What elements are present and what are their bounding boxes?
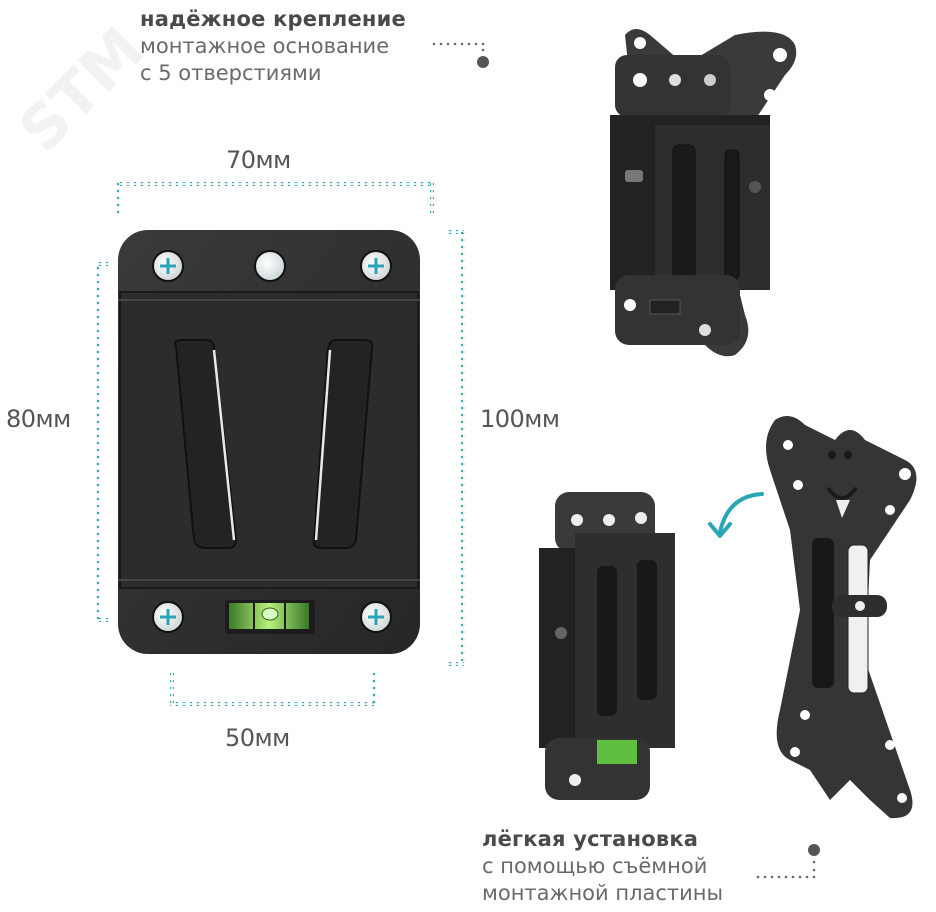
dotted-connector-icon <box>756 844 820 879</box>
dim-top-width: 70мм <box>226 146 291 174</box>
vesa-plate-image <box>766 416 917 819</box>
dim-right-height: 100мм <box>480 405 560 433</box>
feature-top-line2: с 5 отверстиями <box>140 61 322 85</box>
feature-bottom: лёгкая установка с помощью съёмной монта… <box>482 826 723 907</box>
feature-top-title: надёжное крепление <box>140 7 406 31</box>
feature-bottom-line1: с помощью съёмной <box>482 854 708 878</box>
feature-bottom-line2: монтажной пластины <box>482 881 724 905</box>
dim-left-height: 80мм <box>6 405 71 433</box>
feature-top: надёжное крепление монтажное основание с… <box>140 6 406 87</box>
dim-bottom-width: 50мм <box>225 724 290 752</box>
curved-arrow-icon <box>708 492 764 538</box>
main-wall-plate-diagram <box>96 182 465 706</box>
bubble-level-icon <box>225 600 315 634</box>
wall-plate-image <box>539 492 675 800</box>
dotted-connector-icon <box>432 42 489 68</box>
feature-bottom-title: лёгкая установка <box>482 827 699 851</box>
feature-top-line1: монтажное основание <box>140 34 390 58</box>
phillips-screw-icon <box>152 250 184 282</box>
assembled-mount-image <box>610 29 797 365</box>
